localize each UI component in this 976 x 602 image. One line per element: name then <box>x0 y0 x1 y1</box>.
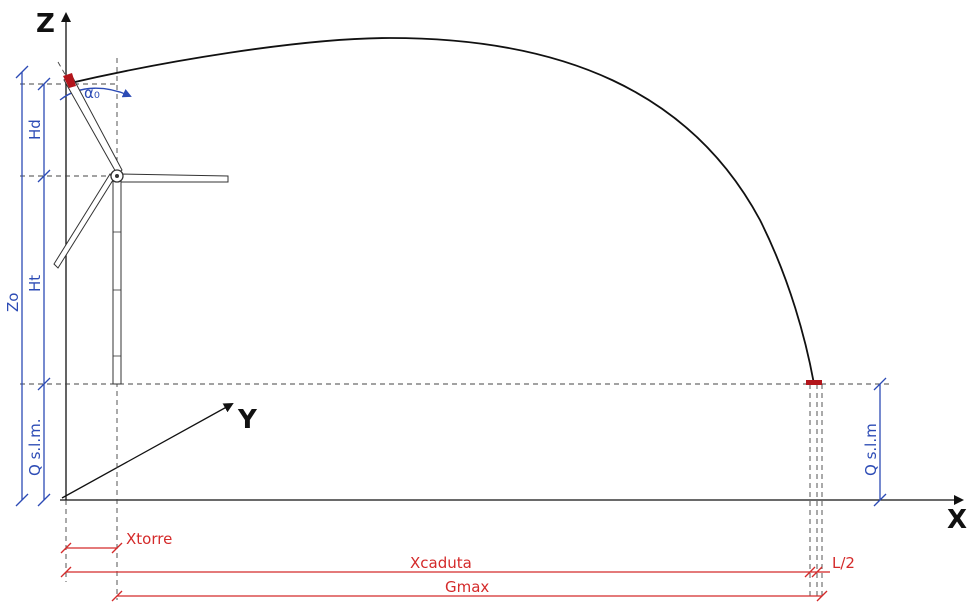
dim-tick <box>37 377 51 391</box>
dim-tick <box>15 65 29 79</box>
blue-dimension-lines <box>15 65 887 507</box>
dim-tick <box>816 590 828 602</box>
x-axis-label: X <box>947 505 967 535</box>
dim-tick <box>37 77 51 91</box>
q-right-label: Q s.l.m <box>862 423 880 476</box>
dim-tick <box>873 493 887 507</box>
turbine-tower <box>112 177 122 385</box>
turbine-blade-right <box>120 173 229 183</box>
dim-tick <box>60 542 72 554</box>
z-axis-label: Z <box>36 9 55 39</box>
zo-label: Zo <box>4 293 22 312</box>
y-axis-label: Y <box>237 405 258 435</box>
guide-lines <box>20 58 890 600</box>
throw-angle-arc <box>59 87 132 101</box>
y-axis <box>61 403 234 499</box>
blade-trajectory-curve <box>65 37 815 385</box>
wind-turbine <box>53 73 229 385</box>
throw-angle-label: α₀ <box>84 84 100 102</box>
detached-blade-tip <box>63 73 76 88</box>
dim-tick <box>15 493 29 507</box>
turbine-hub-center <box>115 174 119 178</box>
turbine-blade-lower <box>53 172 114 269</box>
impact-fragment-marker <box>806 380 822 385</box>
hd-label: Hd <box>26 119 44 140</box>
dim-tick <box>111 542 123 554</box>
dim-tick <box>60 566 72 578</box>
xcaduta-label: Xcaduta <box>410 554 472 572</box>
gmax-label: Gmax <box>445 578 489 596</box>
dim-tick <box>873 377 887 391</box>
dim-tick <box>37 493 51 507</box>
red-dimension-lines <box>60 542 830 602</box>
q-left-label: Q s.l.m. <box>26 419 44 476</box>
ht-label: Ht <box>26 275 44 292</box>
dim-tick <box>804 566 816 578</box>
xtorre-label: Xtorre <box>126 530 172 548</box>
dim-tick <box>37 169 51 183</box>
dim-tick <box>811 566 823 578</box>
dim-tick <box>111 590 123 602</box>
l-half-label: L/2 <box>832 554 855 572</box>
